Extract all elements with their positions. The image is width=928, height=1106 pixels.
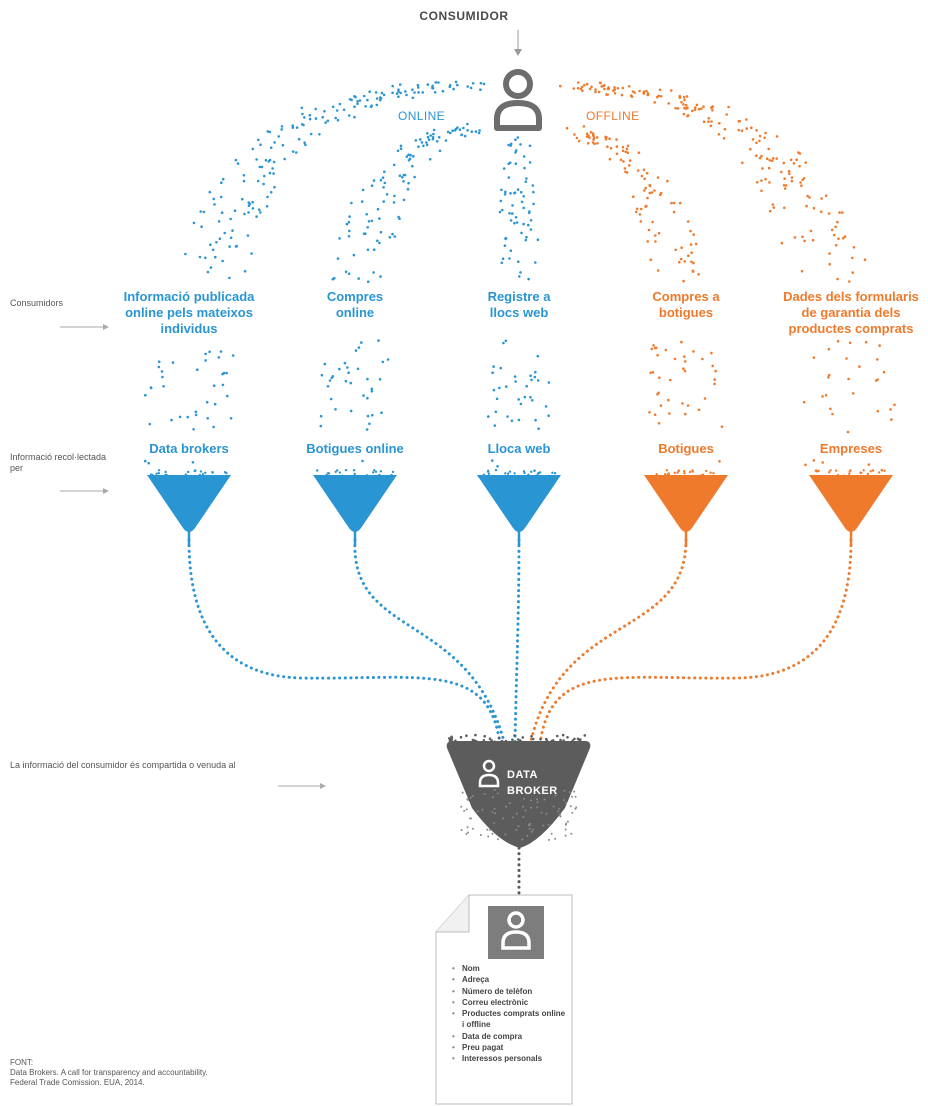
- side-label-consumers: Consumidors: [10, 298, 64, 308]
- funnel-5: [809, 475, 893, 532]
- funnel-2: [313, 475, 397, 532]
- side-arrow-consumers-head: [103, 324, 109, 330]
- profile-item: Correu electrònic: [452, 997, 567, 1009]
- data-broker-texture: [448, 733, 587, 841]
- funnel-4: [644, 475, 728, 532]
- profile-item: Nom: [452, 963, 567, 975]
- side-label-shared: La informació del consumidor és comparti…: [10, 760, 236, 770]
- flow-links: [187, 538, 853, 895]
- collector-label-1: Data brokers: [149, 441, 229, 456]
- side-arrow-collected-head: [103, 488, 109, 494]
- side-label-collected-by: Informació recol·lectada per: [10, 452, 107, 473]
- collector-label-5: Empreses: [819, 441, 883, 456]
- collector-label-2: Botigues online: [306, 441, 404, 456]
- flow-link-5: [538, 538, 853, 747]
- consumer-person-icon: [494, 69, 542, 131]
- profile-item: Número de telèfon: [452, 986, 567, 998]
- profile-item: Interessos personals: [452, 1053, 567, 1065]
- profile-item: Productes comprats online i offline: [452, 1008, 567, 1031]
- offline-channel-label: OFFLINE: [586, 109, 640, 123]
- data-broker-person-icon: [478, 759, 500, 788]
- profile-item: Data de compra: [452, 1031, 567, 1043]
- funnel-3: [477, 475, 561, 532]
- consumer-title: CONSUMIDOR: [419, 9, 509, 23]
- collector-label-4: Botigues: [658, 441, 714, 456]
- side-arrow-shared-head: [320, 783, 326, 789]
- profile-item: Adreça: [452, 974, 567, 986]
- collector-funnels: [147, 468, 893, 545]
- data-particles: [143, 80, 896, 468]
- flow-link-3: [513, 538, 521, 747]
- profile-person-icon: [501, 911, 531, 950]
- funnel-1: [147, 475, 231, 532]
- title-arrow-head: [514, 49, 522, 56]
- profile-data-list: Nom Adreça Número de telèfon Correu elec…: [452, 963, 567, 1065]
- flow-link-2: [353, 538, 507, 747]
- flow-link-4: [528, 538, 688, 747]
- flow-link-1: [187, 538, 502, 747]
- source-footnote: FONT: Data Brokers. A call for transpare…: [10, 1058, 208, 1087]
- data-broker-funnel: [446, 740, 591, 848]
- online-channel-label: ONLINE: [398, 109, 446, 123]
- profile-item: Preu pagat: [452, 1042, 567, 1054]
- collector-label-3: Lloca web: [487, 441, 551, 456]
- profile-document-fold: [436, 895, 470, 933]
